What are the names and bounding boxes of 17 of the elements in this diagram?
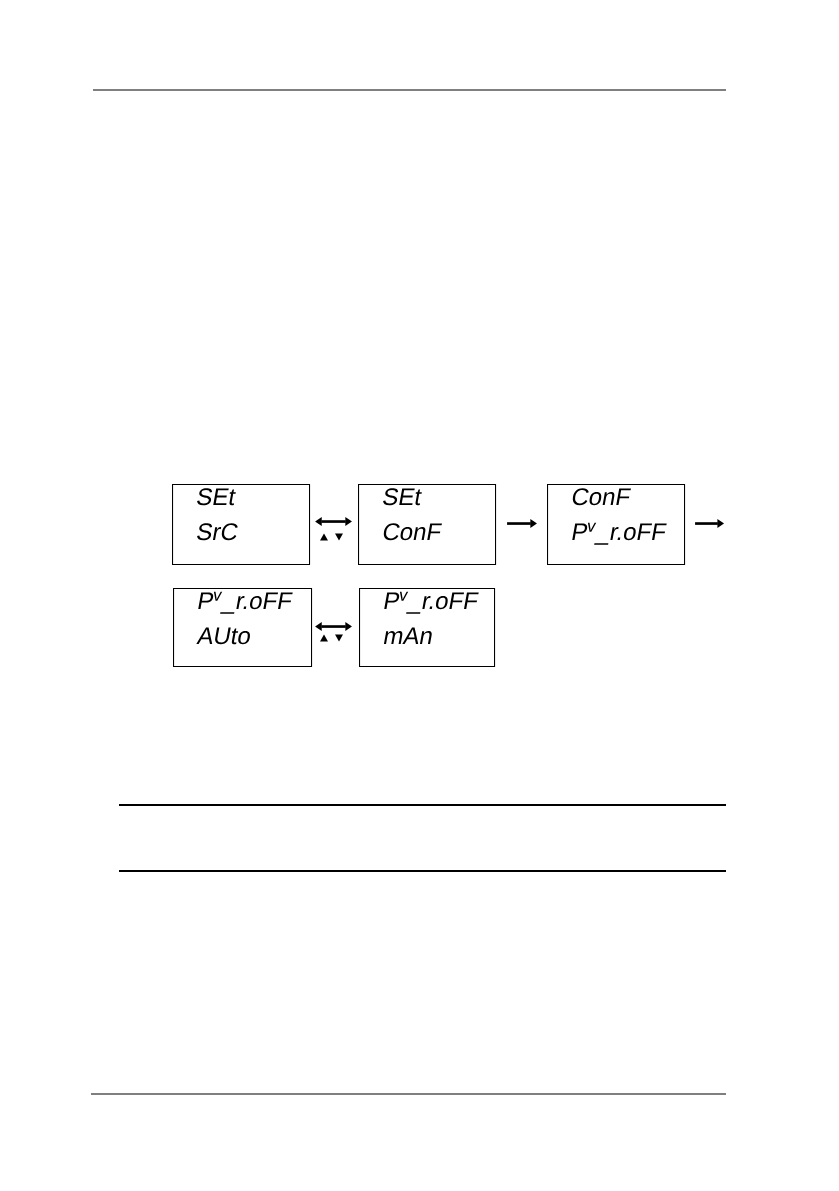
lcd-display	[359, 588, 496, 668]
display-text: ConF	[383, 523, 442, 541]
display-text: AUto	[196, 627, 250, 645]
lcd-display	[547, 484, 686, 566]
display-text: P$^{v}$_r.oFF	[572, 522, 667, 545]
lcd-display	[358, 484, 497, 566]
display-text: ConF	[572, 488, 631, 506]
display-text: P$^{v}$_r.oFF	[198, 591, 293, 614]
display-text: mAn	[383, 627, 432, 644]
display-text: SEt	[383, 488, 422, 506]
display-text: P$^{v}$_r.oFF	[384, 591, 479, 614]
lcd-display	[172, 484, 311, 566]
lcd-display	[173, 588, 313, 668]
display-text: SEt	[197, 488, 236, 506]
arrow	[315, 516, 352, 527]
arrow	[315, 621, 352, 632]
display-text: SrC	[197, 523, 238, 541]
